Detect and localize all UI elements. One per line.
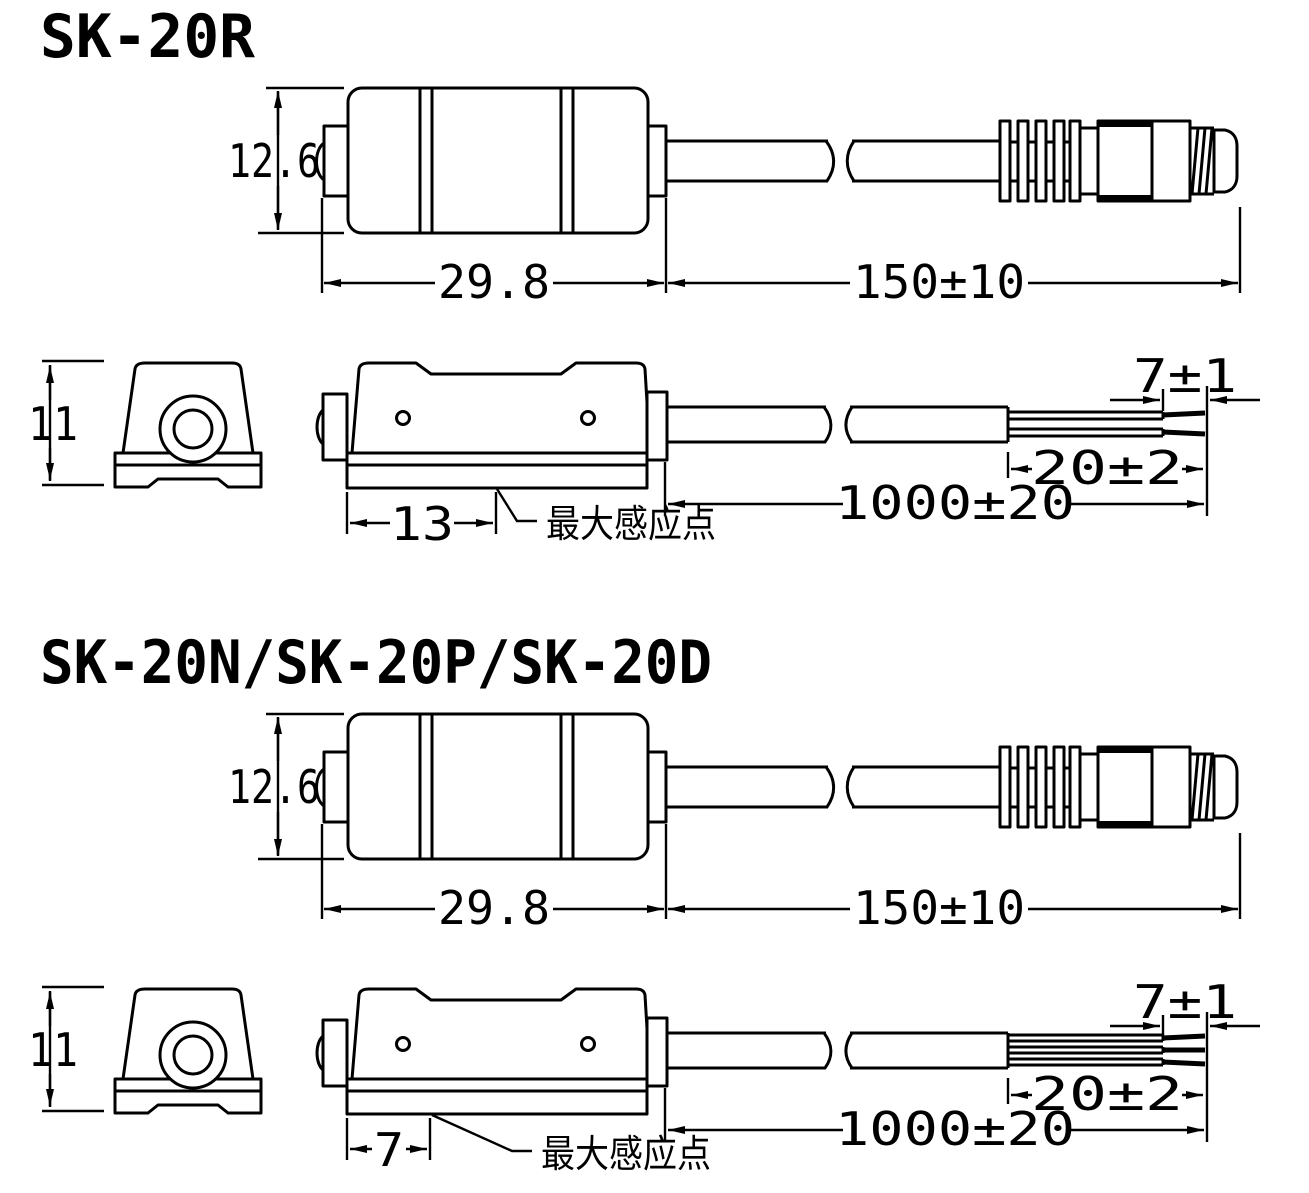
sensing-point-leader [431,1113,532,1153]
front-view [113,361,263,489]
cable-exit-tab [645,1016,669,1088]
cable-break-right [845,140,856,182]
connector-barrel [1150,745,1192,829]
screw-hole-left [395,410,411,426]
side-left-tab [321,1018,349,1088]
side-view [315,361,669,490]
connector-step [1078,126,1100,196]
strain-relief-ribs [998,745,1082,829]
connector-knurl-body [1096,745,1154,829]
section-gap [0,566,1309,626]
connector [998,745,1239,829]
connector [998,119,1239,203]
dim-cable-length: 1000±20 [835,476,1075,530]
top-view-dimension-lines [258,86,1242,293]
dim-sensing-width: 13 [390,497,454,551]
dim-strip-length: 7±1 [1133,975,1237,1029]
cable-side-view [667,1031,1010,1070]
dim-bare-wire: 20±2 [1031,1067,1183,1121]
bottom-dimension-lines [345,1012,1260,1160]
cable-exit-tab [645,390,669,462]
connector-knurl-body [1096,119,1154,203]
model-title: SK-20N/SK-20P/SK-20D [40,628,712,698]
screw-hole-left [395,1036,411,1052]
lens-inner-circle [172,408,214,450]
sensing-lens-bump [315,141,326,182]
top-view-dimension-lines [258,712,1242,919]
sensor-body-top-view [315,86,668,235]
cable-break-right [845,766,856,808]
dim-body-height: 12.6 [228,134,320,188]
cable-break-right [844,406,854,443]
bare-wire-tip [1162,1033,1206,1041]
bare-wire-tip [1162,429,1206,437]
front-view-dimension-lines [42,359,104,487]
dim-front-height: 11 [28,397,78,451]
sensing-strip [345,1089,649,1116]
sensing-point-label: 最大感应点 [541,1132,711,1176]
sensing-lens-bump [315,767,326,808]
sensor-body-top-view [315,712,668,861]
dim-cable-length: 1000±20 [835,1102,1075,1156]
connector-tip [1212,128,1239,194]
front-view [113,987,263,1115]
connector-step [1078,752,1100,822]
dim-bare-wire: 20±2 [1031,441,1183,495]
sensing-lens-bump-side [315,1034,325,1072]
cable-break-left [822,1032,833,1069]
lead-wires [1008,410,1206,438]
connector-barrel [1150,119,1192,203]
lead-wires [1008,1033,1206,1067]
screw-hole-right [580,1036,596,1052]
side-view [315,987,669,1116]
bottom-dimension-lines [345,386,1260,534]
dim-front-height: 11 [28,1023,78,1077]
cable-top-view [666,139,1000,183]
bare-wire-tip [1162,410,1206,418]
dim-body-length: 29.8 [438,881,550,935]
connector-threads [1190,126,1214,196]
dim-body-height: 12.6 [228,760,320,814]
model-title: SK-20R [40,2,256,72]
front-base [113,1089,263,1115]
front-base [113,463,263,489]
sensing-point-leader [495,488,537,523]
connector-threads [1190,752,1214,822]
cable-top-view [666,765,1000,809]
sensing-lens-bump-side [315,408,325,446]
diagram-sk-20r: SK-20R [28,2,1260,551]
cable-side-view [667,405,1010,444]
bare-wire-tip [1162,1059,1206,1067]
strain-relief-ribs [998,119,1082,203]
sensing-point-label: 最大感应点 [546,502,716,546]
cable-break-left [822,406,833,443]
diagram-sk-20n-p-d: SK-20N/SK-20P/SK-20D [28,628,1260,1177]
cable-break-left [824,140,836,182]
sensing-strip [345,463,649,490]
side-left-tab [321,392,349,462]
dim-connector-cable: 150±10 [853,881,1025,935]
dim-sensing-width: 7 [374,1123,404,1177]
side-band [345,1077,649,1093]
front-view-dimension-lines [42,985,104,1113]
dim-connector-cable: 150±10 [853,255,1025,309]
dim-body-length: 29.8 [438,255,550,309]
screw-hole-right [580,410,596,426]
connector-tip [1212,754,1239,820]
cable-break-right [844,1032,854,1069]
cable-break-left [824,766,836,808]
lens-inner-circle [172,1034,214,1076]
dim-strip-length: 7±1 [1133,349,1237,403]
side-band [345,451,649,467]
